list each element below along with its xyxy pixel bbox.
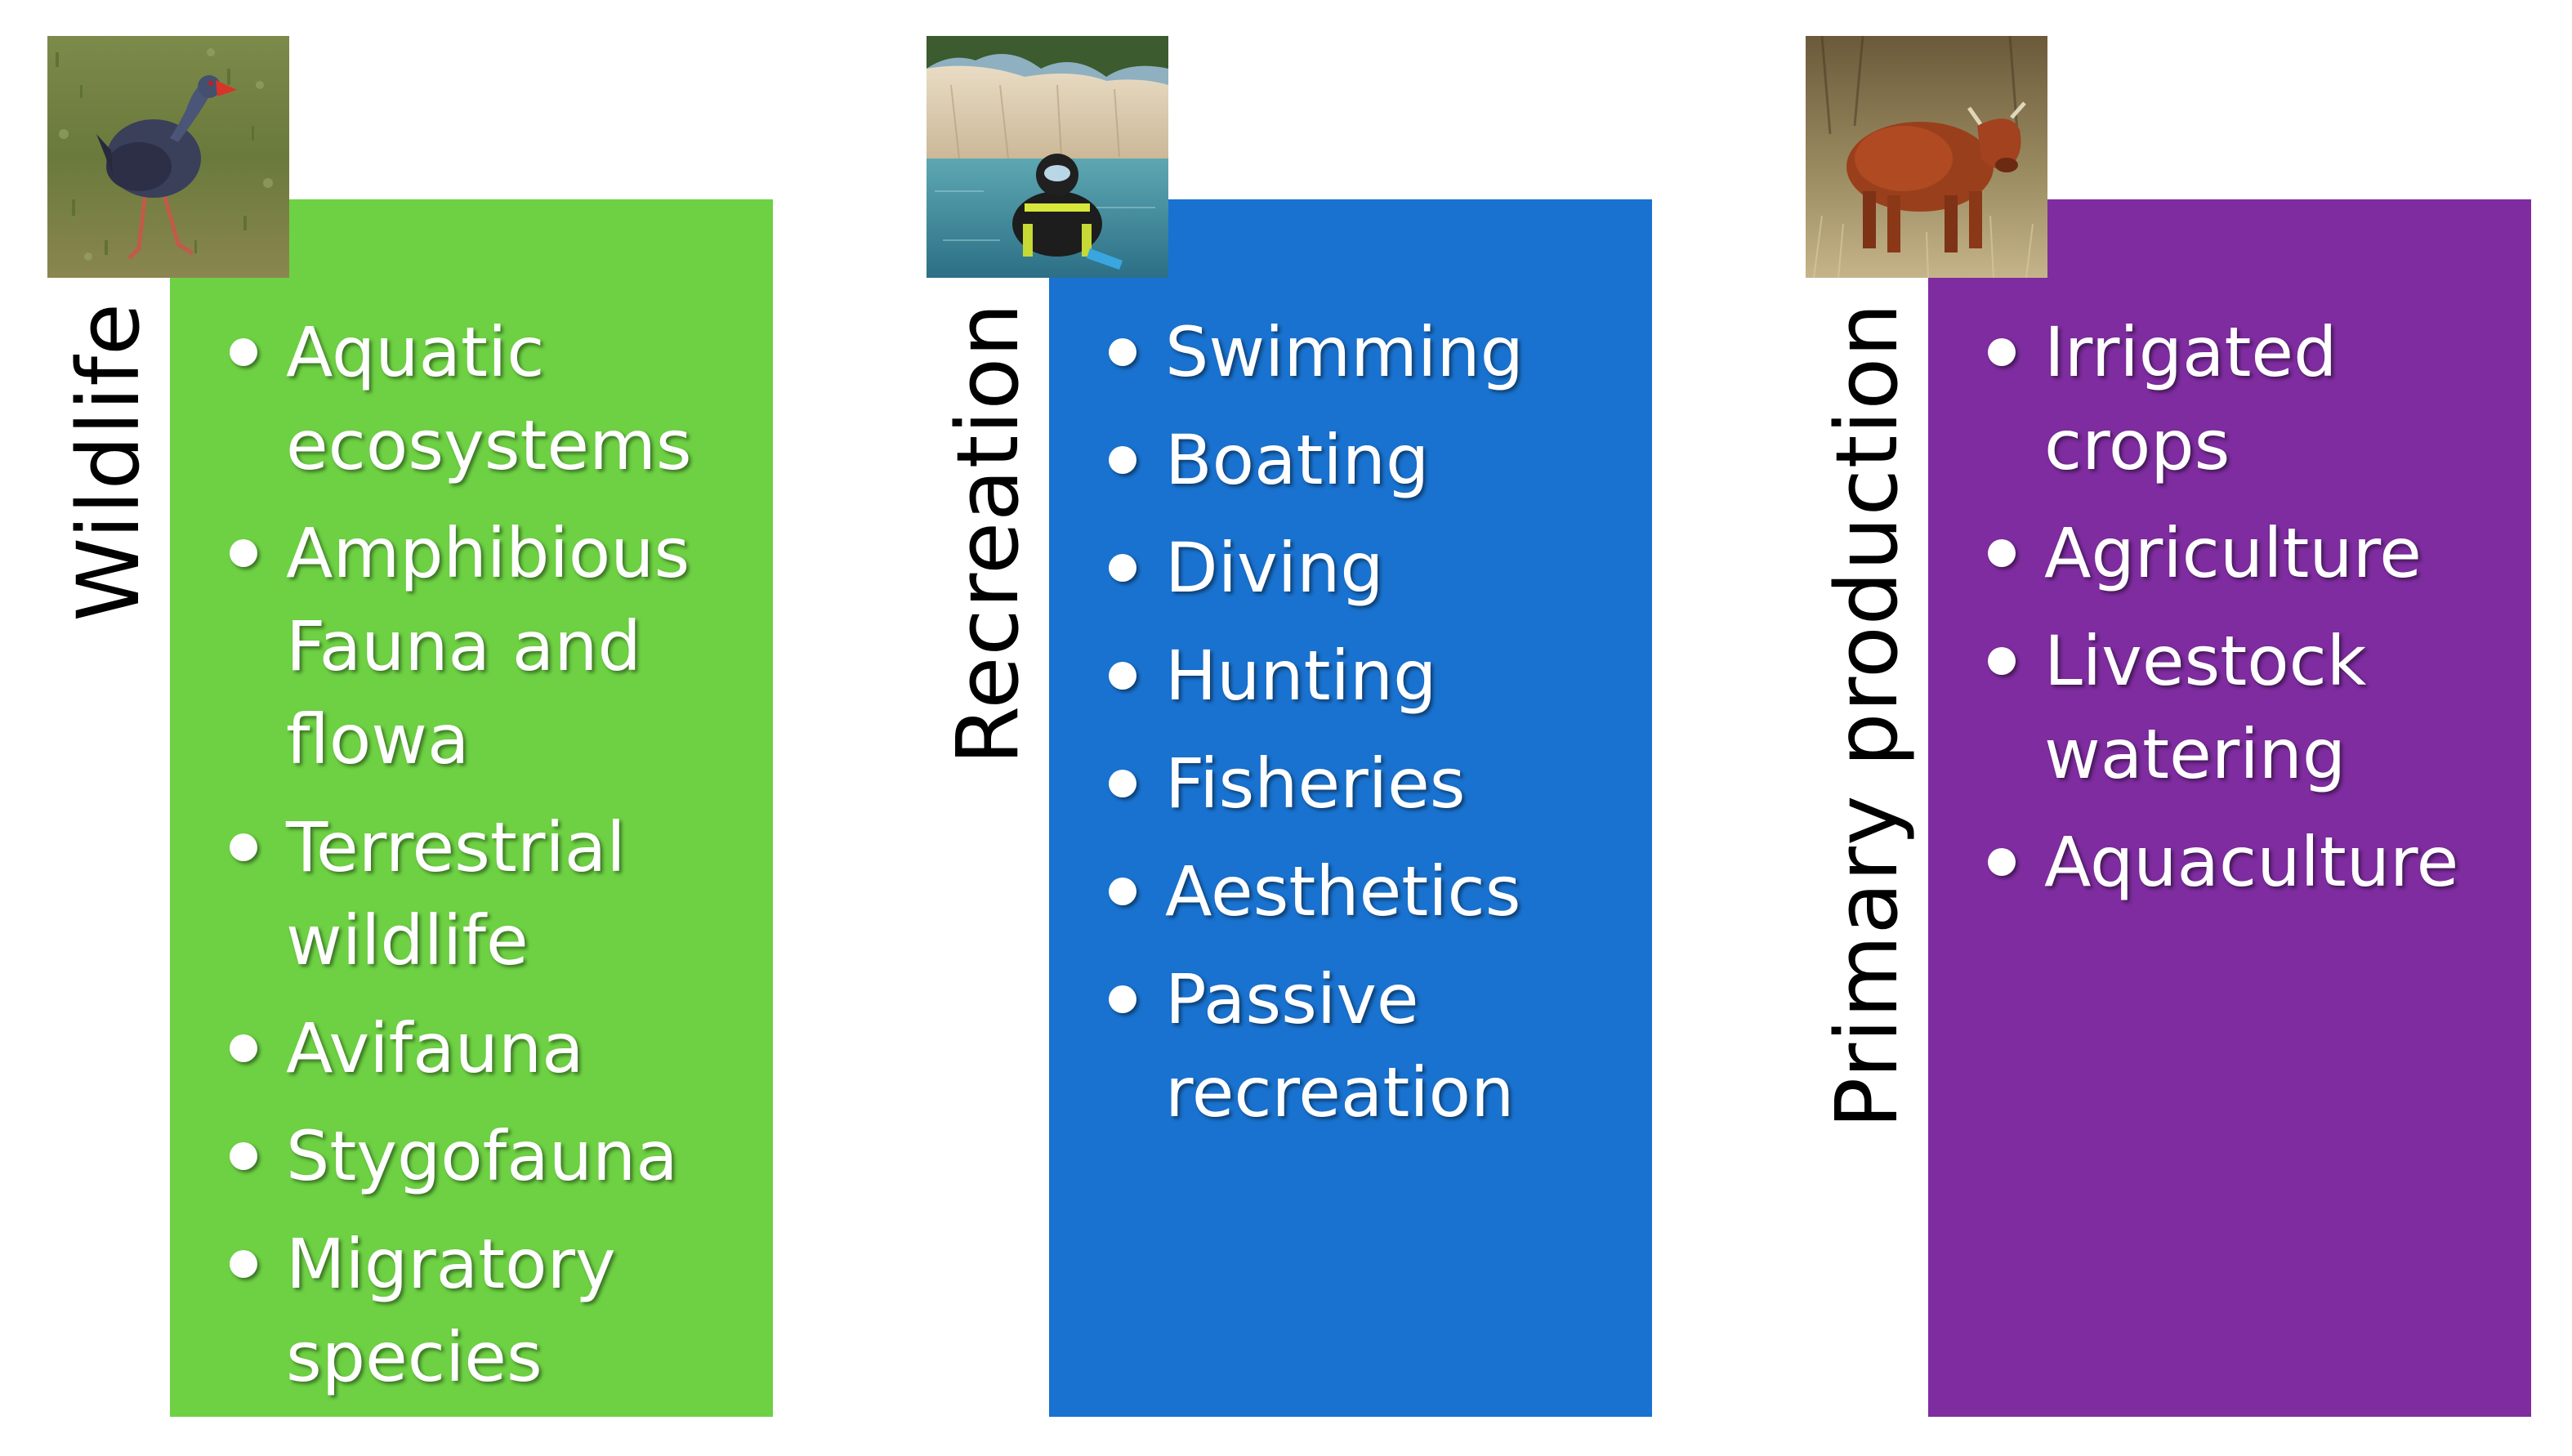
item-list: Aquatic ecosystems Amphibious Fauna and … (227, 306, 757, 1404)
list-item: Terrestrial wildlife (227, 801, 757, 987)
bullet-icon (1985, 815, 2018, 909)
category-label: Wildlife (59, 302, 159, 622)
list-item: Agriculture (1985, 507, 2515, 600)
list-item: Aquatic ecosystems (227, 306, 757, 492)
bullet-icon (227, 1110, 260, 1203)
bullet-icon (227, 507, 260, 600)
category-primary-production: Primary production Irrigated crops Agric… (1806, 0, 2572, 1456)
bullet-icon (1106, 413, 1139, 507)
list-item: Avifauna (227, 1002, 757, 1095)
bullet-icon (1106, 629, 1139, 722)
bullet-icon (227, 801, 260, 894)
list-item: Aesthetics (1106, 845, 1636, 938)
list-item: Swimming (1106, 306, 1636, 399)
bullet-icon (227, 1217, 260, 1311)
list-item: Stygofauna (227, 1110, 757, 1203)
list-item: Boating (1106, 413, 1636, 507)
bullet-icon (1985, 306, 2018, 399)
category-wildlife: Wildlife Aquatic ecosystems Amphibious F… (47, 0, 864, 1456)
list-item: Irrigated crops (1985, 306, 2515, 492)
purple-swamphen-photo (47, 36, 289, 278)
item-list: Swimming Boating Diving Hunting Fisherie… (1106, 306, 1636, 1139)
item-list: Irrigated crops Agriculture Livestock wa… (1985, 306, 2515, 909)
list-item: Fisheries (1106, 737, 1636, 830)
list-item: Migratory species (227, 1217, 757, 1404)
primary-production-panel: Irrigated crops Agriculture Livestock wa… (1928, 199, 2531, 1417)
category-label: Recreation (938, 302, 1038, 766)
bullet-icon (227, 306, 260, 399)
diver-photo (927, 36, 1168, 278)
list-item: Amphibious Fauna and flowa (227, 507, 757, 786)
list-item: Diving (1106, 521, 1636, 614)
bullet-icon (1106, 737, 1139, 830)
bullet-icon (1985, 507, 2018, 600)
category-label: Primary production (1817, 302, 1917, 1129)
list-item: Livestock watering (1985, 614, 2515, 801)
list-item: Hunting (1106, 629, 1636, 722)
list-item: Passive recreation (1106, 953, 1636, 1139)
bullet-icon (1106, 521, 1139, 614)
wildlife-panel: Aquatic ecosystems Amphibious Fauna and … (170, 199, 773, 1417)
bullet-icon (1106, 845, 1139, 938)
cattle-photo (1806, 36, 2047, 278)
category-recreation: Recreation Swimming Boating Diving Hunti… (927, 0, 1744, 1456)
bullet-icon (227, 1002, 260, 1095)
bullet-icon (1106, 306, 1139, 399)
recreation-panel: Swimming Boating Diving Hunting Fisherie… (1049, 199, 1652, 1417)
bullet-icon (1106, 953, 1139, 1046)
bullet-icon (1985, 614, 2018, 708)
list-item: Aquaculture (1985, 815, 2515, 909)
